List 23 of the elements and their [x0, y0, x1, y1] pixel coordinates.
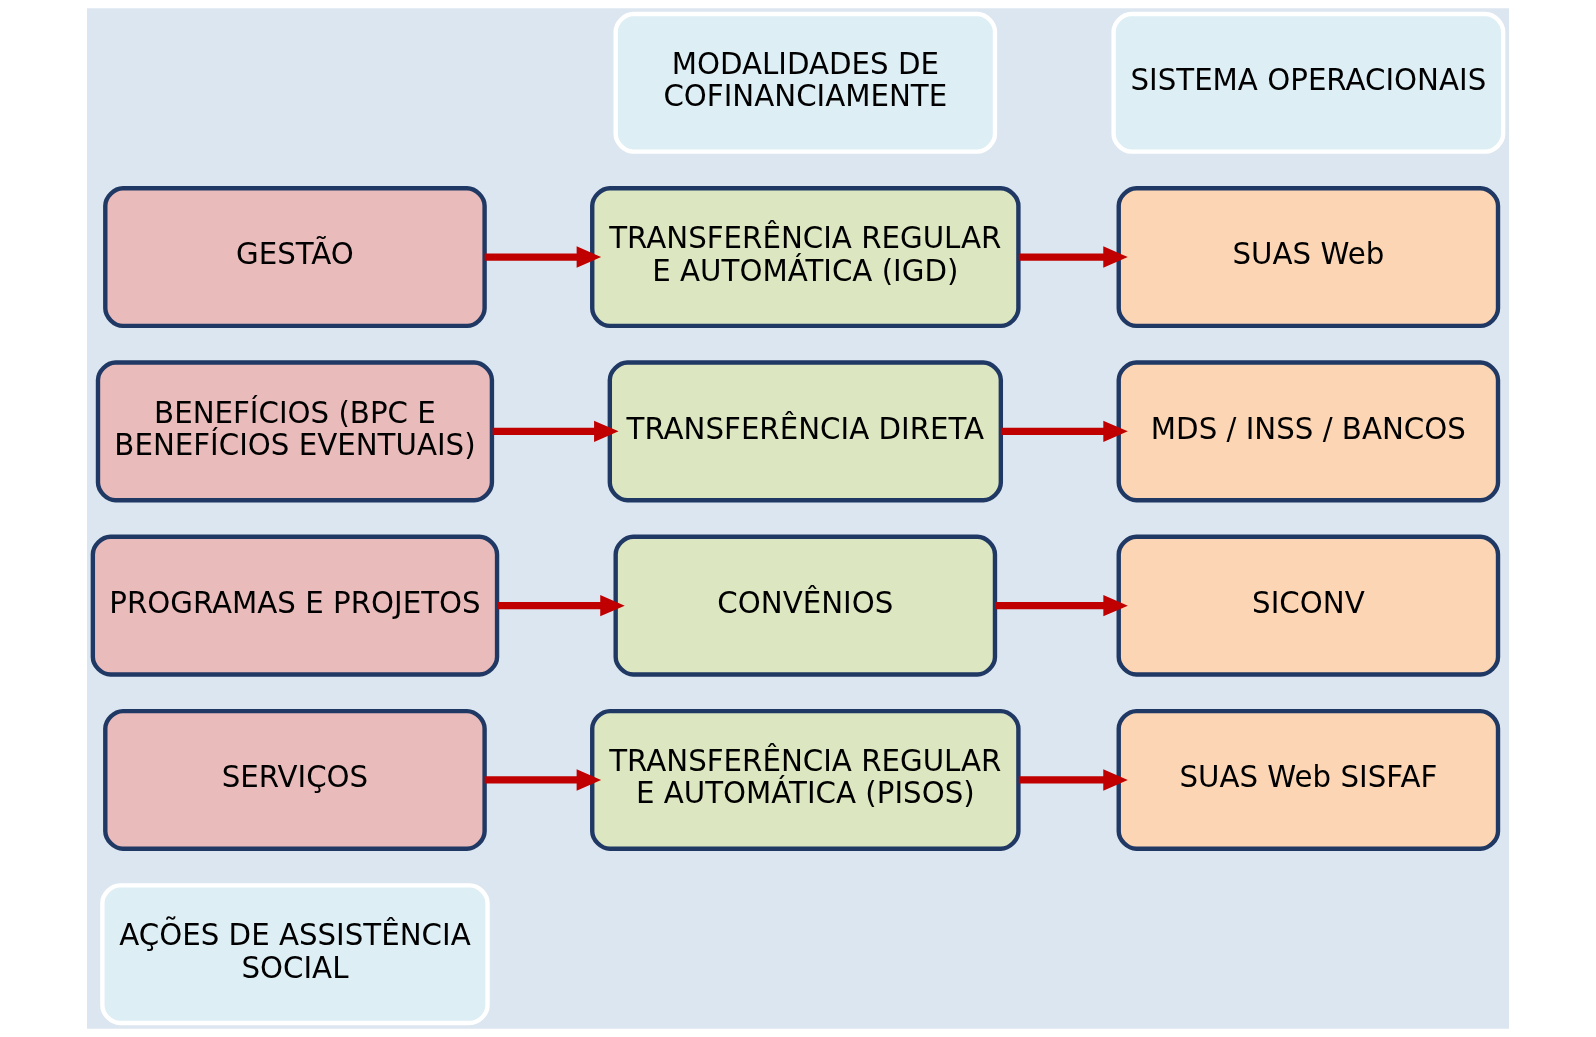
node-box: CONVÊNIOS	[613, 534, 998, 677]
node-box: MDS / INSS / BANCOS	[1116, 360, 1501, 503]
node-box: MODALIDADES DE COFINANCIAMENTE	[613, 11, 998, 154]
node-box: TRANSFERÊNCIA DIRETA	[607, 360, 1004, 503]
node-box: PROGRAMAS E PROJETOS	[90, 534, 500, 677]
arrow	[484, 246, 602, 268]
node-box: BENEFÍCIOS (BPC E BENEFÍCIOS EVENTUAIS)	[95, 360, 495, 503]
node-box: AÇÕES DE ASSISTÊNCIA SOCIAL	[100, 883, 490, 1026]
node-box: SISTEMA OPERACIONAIS	[1111, 11, 1506, 154]
node-box: SUAS Web SISFAF	[1116, 708, 1501, 851]
node-box: SERVIÇOS	[103, 708, 487, 851]
arrow	[1018, 246, 1128, 268]
arrow	[497, 594, 625, 617]
arrow	[484, 769, 602, 791]
arrow	[1018, 769, 1128, 791]
node-box: TRANSFERÊNCIA REGULAR E AUTOMÁTICA (PISOS)	[590, 708, 1021, 851]
arrow	[492, 420, 619, 443]
arrow	[995, 594, 1128, 617]
node-box: GESTÃO	[103, 186, 487, 329]
node-box: TRANSFERÊNCIA REGULAR E AUTOMÁTICA (IGD)	[590, 186, 1021, 329]
arrow	[1000, 420, 1128, 443]
node-box: SICONV	[1116, 534, 1501, 677]
node-box: SUAS Web	[1116, 186, 1501, 329]
